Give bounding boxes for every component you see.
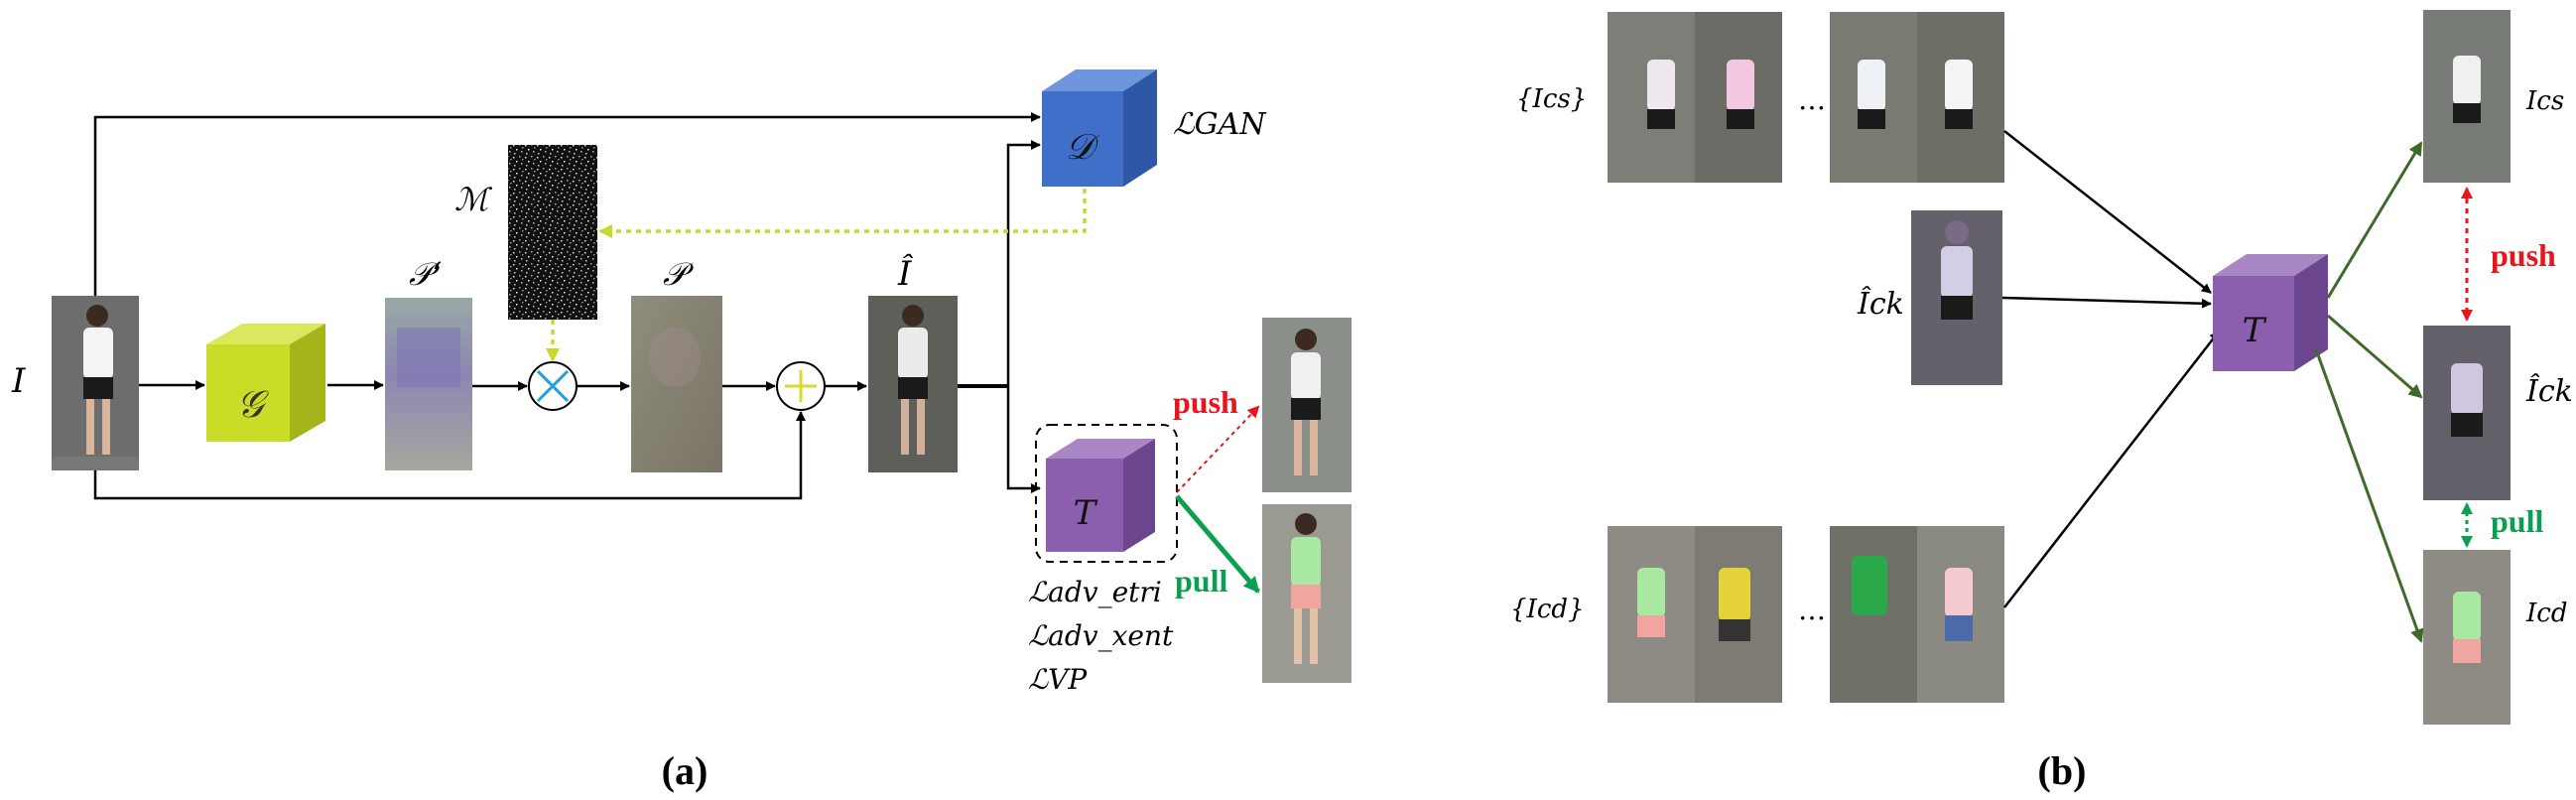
pull-arrow-a [1175, 494, 1260, 594]
pull-label-a: pull [1175, 563, 1227, 599]
pull-target-image [1262, 504, 1352, 683]
panel-a: I 𝒢 𝒫‘ ℳ 𝒫 [11, 69, 1352, 793]
output-cs-label: Ics [2525, 86, 2564, 116]
panel-b-caption: (b) [2038, 748, 2087, 793]
source-set-images [1608, 12, 2004, 183]
pull-label-b: pull [2491, 503, 2543, 539]
target-label-a: T [1074, 493, 1098, 533]
pipeline-arrows [93, 112, 1041, 500]
input-image [52, 296, 139, 470]
loss-vp: ℒVP [1028, 663, 1088, 696]
target-cube-a: T [1046, 439, 1155, 552]
source-set-label: {Ics} [1516, 84, 1587, 114]
perturbation-label: 𝒫 [663, 255, 695, 293]
push-arrow-a [1176, 405, 1260, 493]
push-target-image [1262, 318, 1352, 492]
perturbation-raw-image [385, 298, 472, 470]
multiply-node [528, 361, 578, 411]
generator-cube: 𝒢 [206, 324, 325, 442]
input-arrows-b [2001, 130, 2220, 608]
adversarial-image-label: Î [897, 253, 914, 294]
output-adv-label: Îck [2525, 373, 2573, 409]
different-set-images [1608, 526, 2004, 703]
panel-b: {Ics} … Îck {Icd} … [1510, 10, 2573, 793]
perturbation-image [631, 296, 722, 472]
adversarial-image [868, 296, 958, 472]
target-cube-b: T [2213, 254, 2328, 371]
target-label-b: T [2243, 311, 2267, 350]
loss-adv-etri: ℒadv_etri [1028, 576, 1162, 608]
mask-label: ℳ [454, 181, 493, 218]
different-ellipsis: … [1798, 594, 1826, 626]
output-cd-image [2423, 550, 2511, 725]
gan-loss-label: ℒGAN [1173, 107, 1267, 142]
target-dashed-box [1035, 424, 1178, 563]
output-cd-label: Icd [2525, 599, 2567, 628]
source-ellipsis: … [1798, 83, 1826, 116]
input-label: I [11, 361, 26, 401]
discriminator-cube: 𝒟 [1042, 69, 1157, 187]
panel-a-caption: (a) [662, 748, 708, 793]
output-arrows-b [2314, 141, 2424, 643]
push-label-a: push [1173, 384, 1238, 420]
perturbation-raw-label: 𝒫‘ [409, 255, 442, 293]
output-cs-image [2423, 10, 2511, 183]
adv-k-image [1911, 210, 2002, 385]
push-label-b: push [2491, 237, 2556, 273]
loss-adv-xent: ℒadv_xent [1028, 619, 1174, 652]
adv-k-label: Îck [1857, 286, 1904, 322]
mask-image [508, 145, 597, 320]
output-adv-image [2423, 326, 2511, 500]
different-set-label: {Icd} [1510, 595, 1585, 624]
mask-arrows [546, 189, 1087, 362]
add-node [776, 361, 826, 411]
